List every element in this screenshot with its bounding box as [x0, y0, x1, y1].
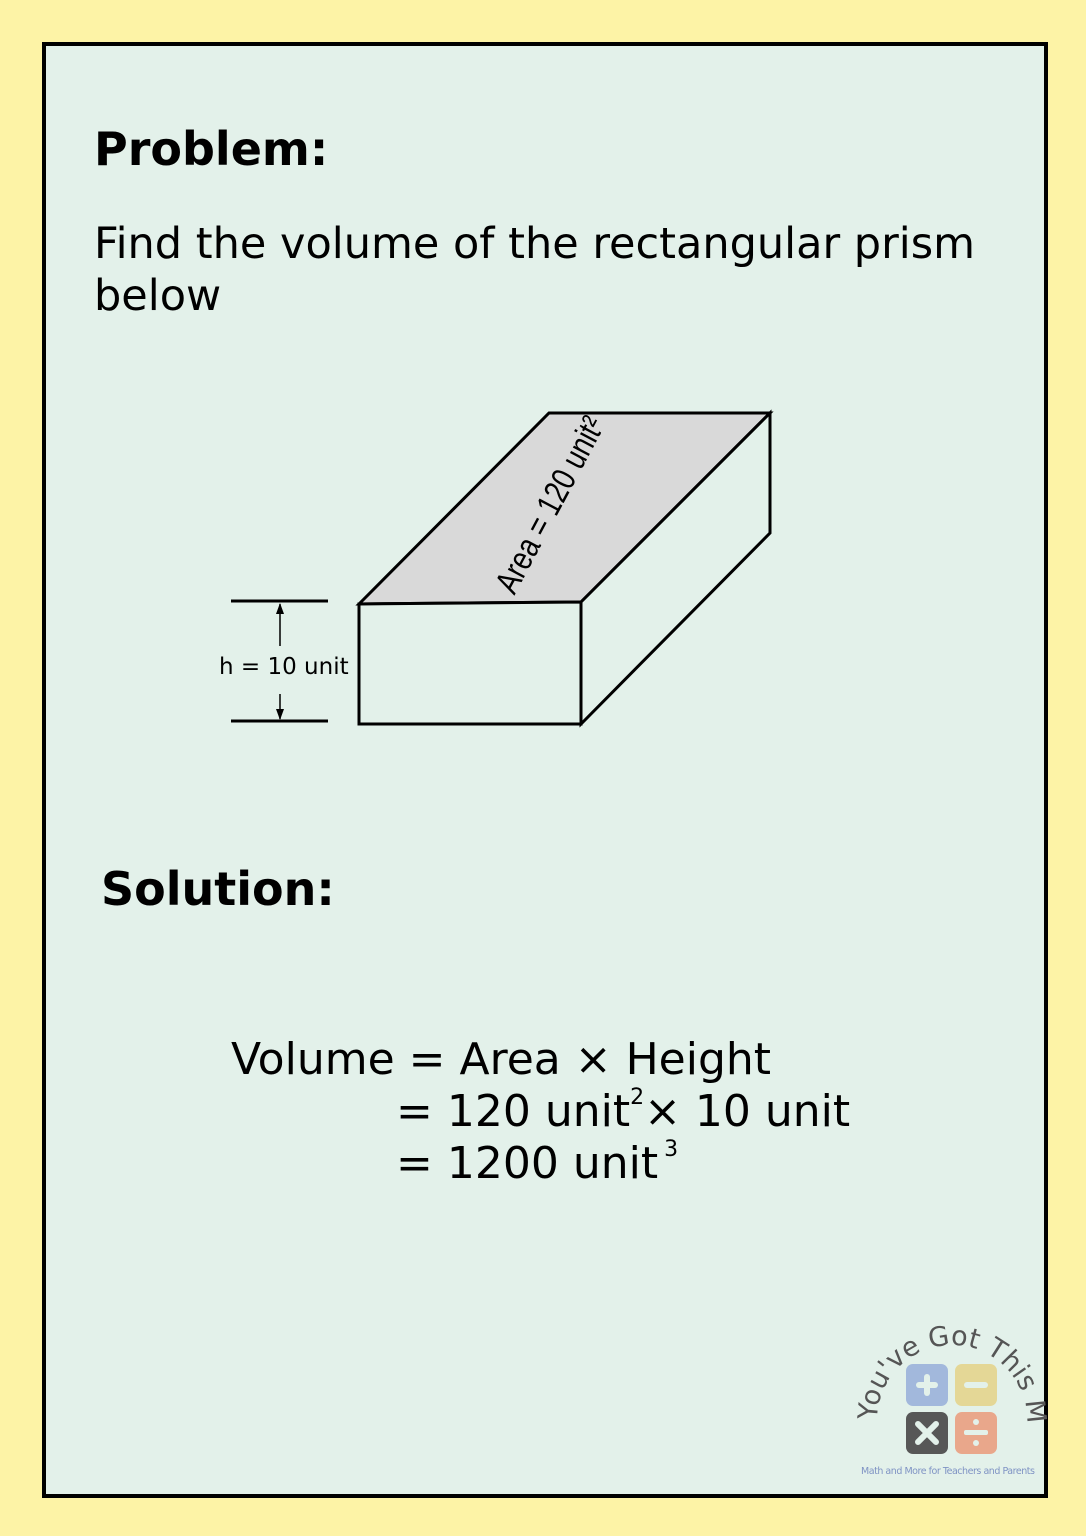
prism-side-face [579, 409, 772, 728]
solution-line1: Volume = Area × Height [231, 1034, 772, 1085]
logo-tagline: Math and More for Teachers and Parents [861, 1466, 1035, 1477]
problem-text-line1: Find the volume of the rectangular prism [94, 219, 976, 269]
solution-line2: = 120 unit2× 10 unit [396, 1085, 851, 1137]
arrow-down-head [276, 709, 284, 720]
problem-text-line2: below [94, 271, 222, 321]
problem-heading: Problem: [94, 122, 329, 176]
solution-heading: Solution: [101, 862, 335, 916]
worksheet-card [42, 42, 1048, 1498]
height-label: h = 10 unit [219, 654, 349, 680]
logo-arc-text: You've Got This Math [0, 0, 1052, 1425]
arrow-up-head [276, 603, 284, 614]
